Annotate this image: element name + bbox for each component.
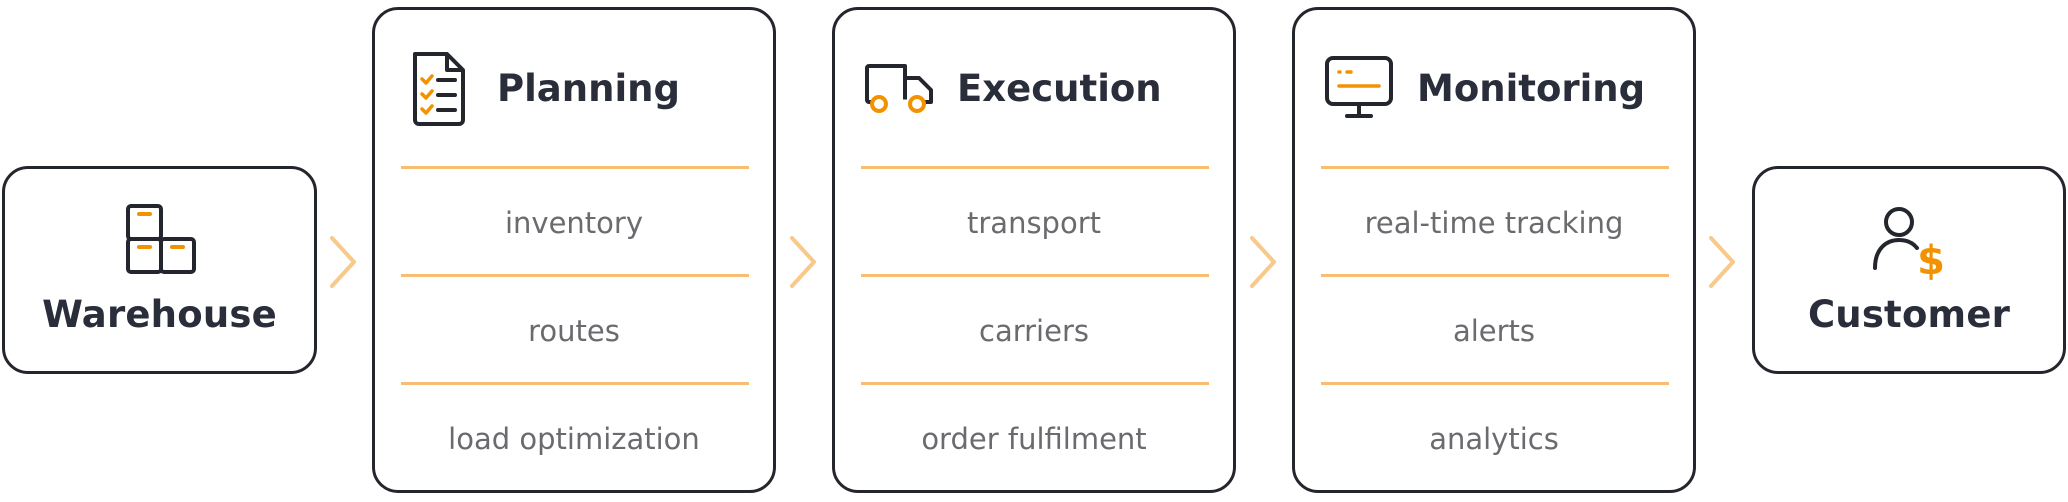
stage-item: alerts bbox=[1452, 313, 1536, 348]
svg-text:$: $ bbox=[1917, 238, 1945, 282]
stage-header: Execution bbox=[835, 10, 1233, 166]
divider bbox=[861, 274, 1209, 277]
warehouse-node: Warehouse bbox=[2, 166, 317, 374]
stage-item: routes bbox=[528, 313, 620, 348]
stage-header: Planning bbox=[375, 10, 773, 166]
stage-planning: Planning inventory routes load optimizat… bbox=[372, 7, 776, 493]
chevron-right-icon bbox=[1709, 236, 1735, 288]
customer-node: $ Customer bbox=[1752, 166, 2066, 374]
stage-item: order fulfilment bbox=[921, 421, 1147, 456]
stage-title: Execution bbox=[957, 66, 1162, 110]
stage-item: analytics bbox=[1429, 421, 1559, 456]
stage-item: transport bbox=[967, 205, 1101, 240]
stage-monitoring: Monitoring real-time tracking alerts ana… bbox=[1292, 7, 1696, 493]
stage-item: carriers bbox=[979, 313, 1089, 348]
divider bbox=[861, 382, 1209, 385]
stage-item: inventory bbox=[504, 205, 644, 240]
checklist-document-icon bbox=[403, 48, 475, 128]
stage-execution: Execution transport carriers order fulfi… bbox=[832, 7, 1236, 493]
stage-title: Monitoring bbox=[1417, 66, 1646, 110]
boxes-icon bbox=[120, 202, 200, 282]
chevron-right-icon bbox=[330, 236, 356, 288]
divider bbox=[1321, 274, 1669, 277]
chevron-right-icon bbox=[790, 236, 816, 288]
stage-item: load optimization bbox=[448, 421, 700, 456]
stage-item: real-time tracking bbox=[1364, 205, 1624, 240]
user-dollar-icon: $ bbox=[1869, 202, 1949, 282]
divider bbox=[401, 166, 749, 169]
divider bbox=[861, 166, 1209, 169]
divider bbox=[1321, 166, 1669, 169]
customer-title: Customer bbox=[1807, 292, 2011, 336]
monitor-icon bbox=[1323, 48, 1395, 128]
divider bbox=[401, 274, 749, 277]
stage-header: Monitoring bbox=[1295, 10, 1693, 166]
stage-title: Planning bbox=[497, 66, 680, 110]
warehouse-title: Warehouse bbox=[42, 292, 277, 336]
divider bbox=[401, 382, 749, 385]
chevron-right-icon bbox=[1250, 236, 1276, 288]
divider bbox=[1321, 382, 1669, 385]
truck-icon bbox=[863, 48, 935, 128]
